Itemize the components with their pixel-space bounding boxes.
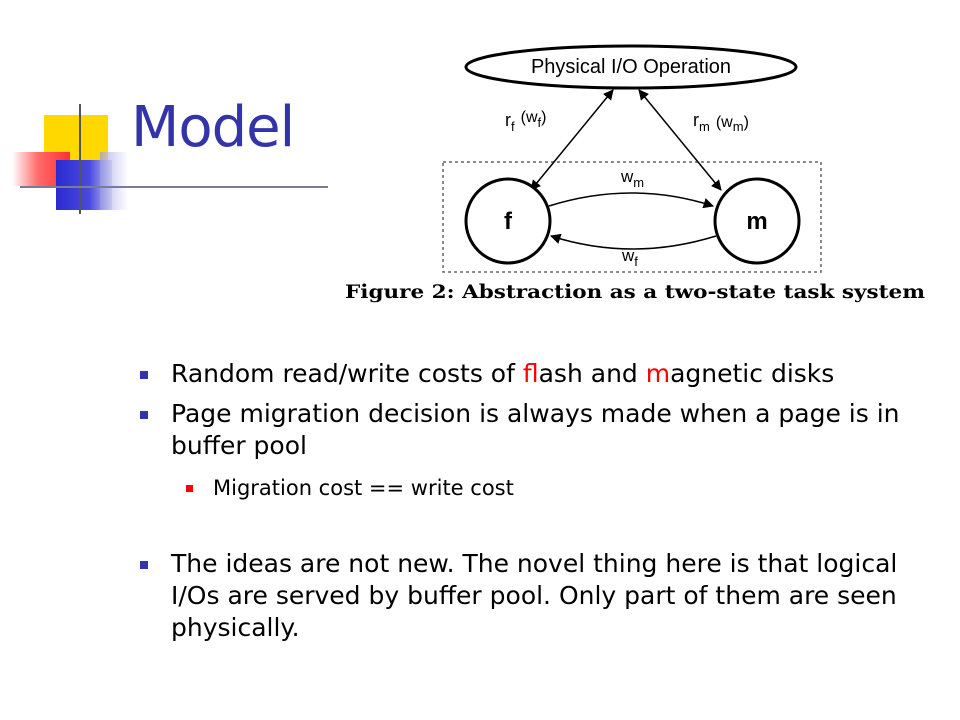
edge-f-to-physical — [530, 89, 614, 191]
bullet-item: Page migration decision is always made w… — [140, 398, 960, 462]
edge-m-to-f — [550, 233, 717, 250]
bullet-text: The ideas are not new. The novel thing h… — [171, 549, 898, 642]
label-wf-sub: f — [538, 115, 542, 130]
label-wf-edge-main: w — [621, 246, 635, 265]
bullet-text-part: Random read/write costs of — [171, 359, 523, 388]
state-system-box — [442, 161, 822, 273]
label-wf: (w — [521, 109, 538, 126]
bullet-text-part: agnetic disks — [670, 359, 835, 388]
deco-square-blue-fade — [100, 152, 128, 210]
slide-title: Model — [131, 95, 295, 160]
label-wm: (w — [716, 114, 733, 131]
label-wm-edge-sub: m — [633, 175, 644, 190]
bullet-text-part: lash and — [538, 359, 646, 388]
bullet-marker — [140, 371, 148, 379]
bullet-text: Page migration decision is always made w… — [171, 399, 900, 460]
physical-io-label: Physical I/O Operation — [531, 56, 731, 78]
sub-bullet-marker — [186, 485, 193, 492]
figure-caption: Figure 2: Abstraction as a two-state tas… — [345, 281, 925, 303]
bullet-item: The ideas are not new. The novel thing h… — [140, 548, 941, 644]
label-rf-sub: f — [511, 119, 515, 134]
label-rm-wm: rm(wm) — [693, 110, 749, 134]
sub-bullet-text: Migration cost == write cost — [213, 476, 514, 500]
bullet-marker — [140, 411, 148, 419]
state-m-label: m — [746, 208, 767, 235]
label-rm-sub: m — [699, 119, 710, 134]
label-wm-sub: m — [733, 119, 744, 134]
label-wm-close: ) — [744, 114, 749, 131]
state-f-label: f — [504, 208, 513, 235]
bullet-item: Random read/write costs of flash and mag… — [140, 358, 940, 390]
label-wf-edge: wf — [621, 246, 638, 269]
bullet-list: Random read/write costs of flash and mag… — [140, 358, 940, 644]
label-rm: r — [693, 110, 699, 130]
edge-f-to-m — [548, 192, 714, 209]
edge-m-to-physical — [638, 89, 722, 191]
physical-io-node — [464, 44, 798, 90]
bullet-highlight-m: m — [645, 359, 671, 388]
bullet-marker — [140, 561, 148, 569]
two-state-task-system-figure: Physical I/O Operation rf(wf) rm(wm) f m… — [345, 44, 925, 303]
title-underline — [20, 186, 328, 188]
label-wf-close: ) — [541, 109, 546, 126]
bullet-highlight-f: f — [522, 359, 539, 388]
label-rf-wf: rf(wf) — [505, 109, 546, 134]
deco-vertical-line — [79, 104, 81, 214]
sub-bullet-item: Migration cost == write cost — [140, 474, 940, 502]
label-wm-edge-main: w — [620, 167, 634, 186]
state-f-node — [464, 177, 552, 265]
label-wm-edge: wm — [620, 167, 644, 190]
label-wf-edge-sub: f — [634, 254, 638, 269]
label-rf: r — [505, 110, 511, 130]
state-m-node — [713, 177, 801, 265]
